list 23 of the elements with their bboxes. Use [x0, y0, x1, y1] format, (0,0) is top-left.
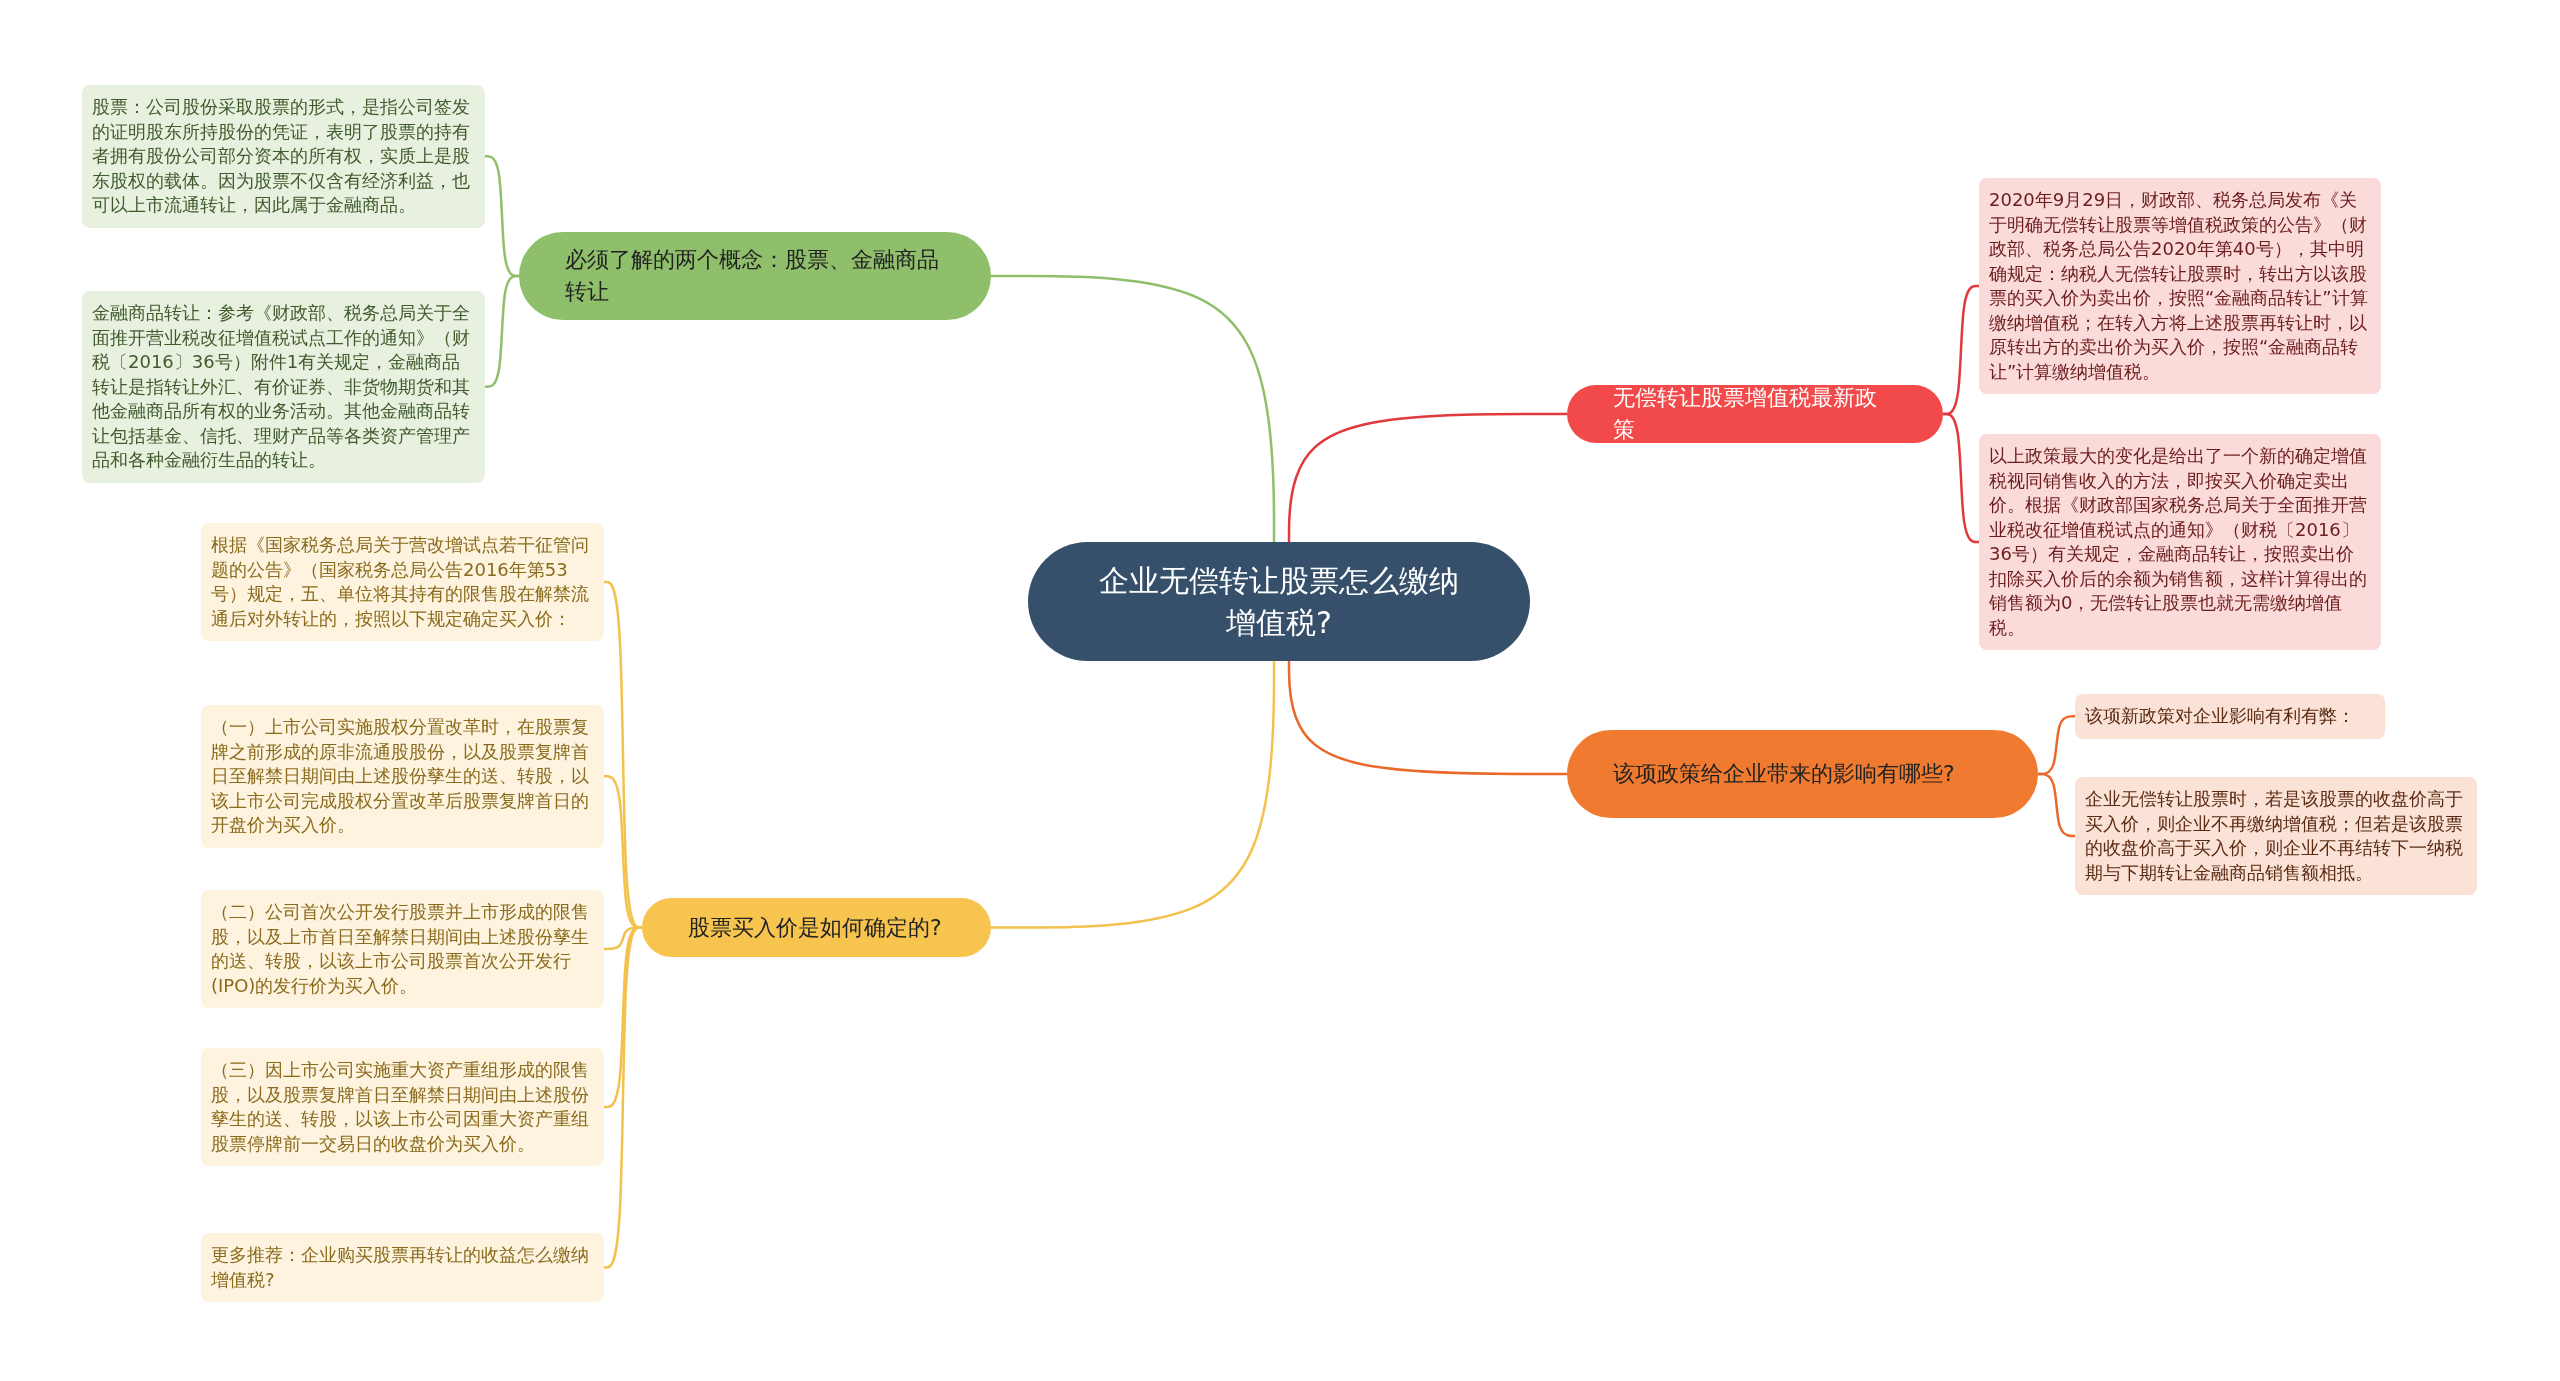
- branch-topic: 股票买入价是如何确定的?: [642, 898, 991, 957]
- branch-topic: 必须了解的两个概念：股票、金融商品转让: [519, 232, 991, 320]
- note-card: 该项新政策对企业影响有利有弊：: [2075, 694, 2385, 739]
- note-card: 以上政策最大的变化是给出了一个新的确定增值税视同销售收入的方法，即按买入价确定卖出价。根据《财政部国家税务总局关于全面推开营业税改征增值税试点的通知》（财税〔2016〕36号）有关规定，金融商品转让，按照卖出价扣除买入价后的余额为销售额，这样计算得出的销售额为0，无偿转让股票也就无需缴纳增值税。: [1979, 434, 2381, 650]
- connector-line: [2038, 772, 2075, 838]
- connector-line: [991, 661, 1276, 929]
- connector-line: [1287, 661, 1567, 776]
- branch-topic: 无偿转让股票增值税最新政策: [1567, 385, 1943, 443]
- note-card: 股票：公司股份采取股票的形式，是指公司签发的证明股东所持股份的凭证，表明了股票的持有者拥有股份公司部分资本的所有权，实质上是股东股权的载体。因为股票不仅含有经济利益，也可以上市流通转让，因此属于金融商品。: [82, 85, 485, 228]
- connector-line: [1287, 412, 1567, 542]
- note-card: 根据《国家税务总局关于营改增试点若干征管问题的公告》（国家税务总局公告2016年第53号）规定，五、单位将其持有的限售股在解禁流通后对外转让的，按照以下规定确定买入价：: [201, 523, 604, 641]
- note-card: 更多推荐：企业购买股票再转让的收益怎么缴纳增值税?: [201, 1233, 604, 1302]
- note-card: （一）上市公司实施股权分置改革时，在股票复牌之前形成的原非流通股股份，以及股票复牌首日至解禁日期间由上述股份孳生的送、转股，以该上市公司完成股权分置改革后股票复牌首日的开盘价为买入价。: [201, 705, 604, 848]
- connector-line: [991, 274, 1276, 542]
- note-card: （三）因上市公司实施重大资产重组形成的限售股，以及股票复牌首日至解禁日期间由上述股份孳生的送、转股，以该上市公司因重大资产重组股票停牌前一交易日的收盘价为买入价。: [201, 1048, 604, 1166]
- connector-line: [485, 274, 519, 388]
- note-card: 金融商品转让：参考《财政部、税务总局关于全面推开营业税改征增值税试点工作的通知》（财税〔2016〕36号）附件1有关规定，金融商品转让是指转让外汇、有价证券、非货物期货和其他金融商品所有权的业务活动。其他金融商品转让包括基金、信托、理财产品等各类资产管理产品和各种金融衍生品的转让。: [82, 291, 485, 483]
- note-card: （二）公司首次公开发行股票并上市形成的限售股，以及上市首日至解禁日期间由上述股份孳生的送、转股，以该上市公司股票首次公开发行(IPO)的发行价为买入价。: [201, 890, 604, 1008]
- central-topic: 企业无偿转让股票怎么缴纳增值税?: [1028, 542, 1530, 661]
- connector-line: [1943, 412, 1979, 544]
- note-card: 企业无偿转让股票时，若是该股票的收盘价高于买入价，则企业不再缴纳增值税；但若是该股票的收盘价高于买入价，则企业不再结转下一纳税期与下期转让金融商品销售额相抵。: [2075, 777, 2477, 895]
- note-card: 2020年9月29日，财政部、税务总局发布《关于明确无偿转让股票等增值税政策的公告》（财政部、税务总局公告2020年第40号），其中明确规定：纳税人无偿转让股票时，转出方以该股票的买入价为卖出价，按照“金融商品转让”计算缴纳增值税；在转入方将上述股票再转让时，以原转出方的卖出价为买入价，按照“金融商品转让”计算缴纳增值税。: [1979, 178, 2381, 394]
- branch-topic: 该项政策给企业带来的影响有哪些?: [1567, 730, 2038, 818]
